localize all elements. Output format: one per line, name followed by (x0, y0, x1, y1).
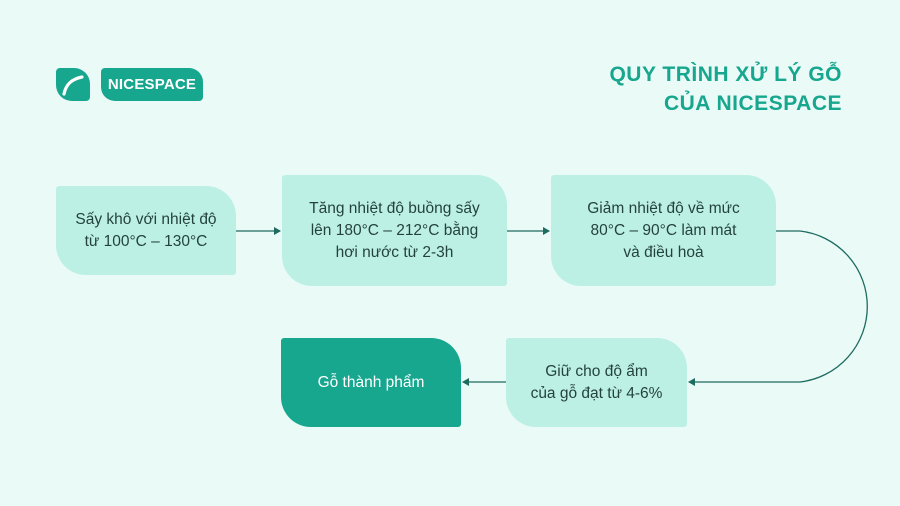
step-4-box: Giữ cho độ ẩm của gỗ đạt từ 4-6% (506, 338, 687, 427)
step-1-text: Sấy khô với nhiệt độ từ 100°C – 130°C (75, 210, 217, 250)
brand-name: NICESPACE (101, 68, 203, 101)
page-title: QUY TRÌNH XỬ LÝ GỖ CỦA NICESPACE (609, 60, 842, 118)
brand-logo-icon (56, 68, 90, 101)
page-title-line-2: CỦA NICESPACE (663, 92, 842, 115)
step-3-box: Giảm nhiệt độ về mức 80°C – 90°C làm mát… (551, 175, 776, 286)
step-2-box: Tăng nhiệt độ buồng sấy lên 180°C – 212°… (282, 175, 507, 286)
step-1-box: Sấy khô với nhiệt độ từ 100°C – 130°C (56, 186, 236, 275)
step-3-text: Giảm nhiệt độ về mức 80°C – 90°C làm mát… (587, 199, 740, 261)
step-5-text: Gỗ thành phẩm (317, 373, 425, 391)
page-title-line-1: QUY TRÌNH XỬ LÝ GỖ (609, 63, 842, 86)
step-4-text: Giữ cho độ ẩm của gỗ đạt từ 4-6% (530, 362, 663, 402)
step-5-final-box: Gỗ thành phẩm (281, 338, 461, 427)
step-2-text: Tăng nhiệt độ buồng sấy lên 180°C – 212°… (309, 199, 480, 261)
arrow-step3-to-step4 (688, 230, 868, 386)
